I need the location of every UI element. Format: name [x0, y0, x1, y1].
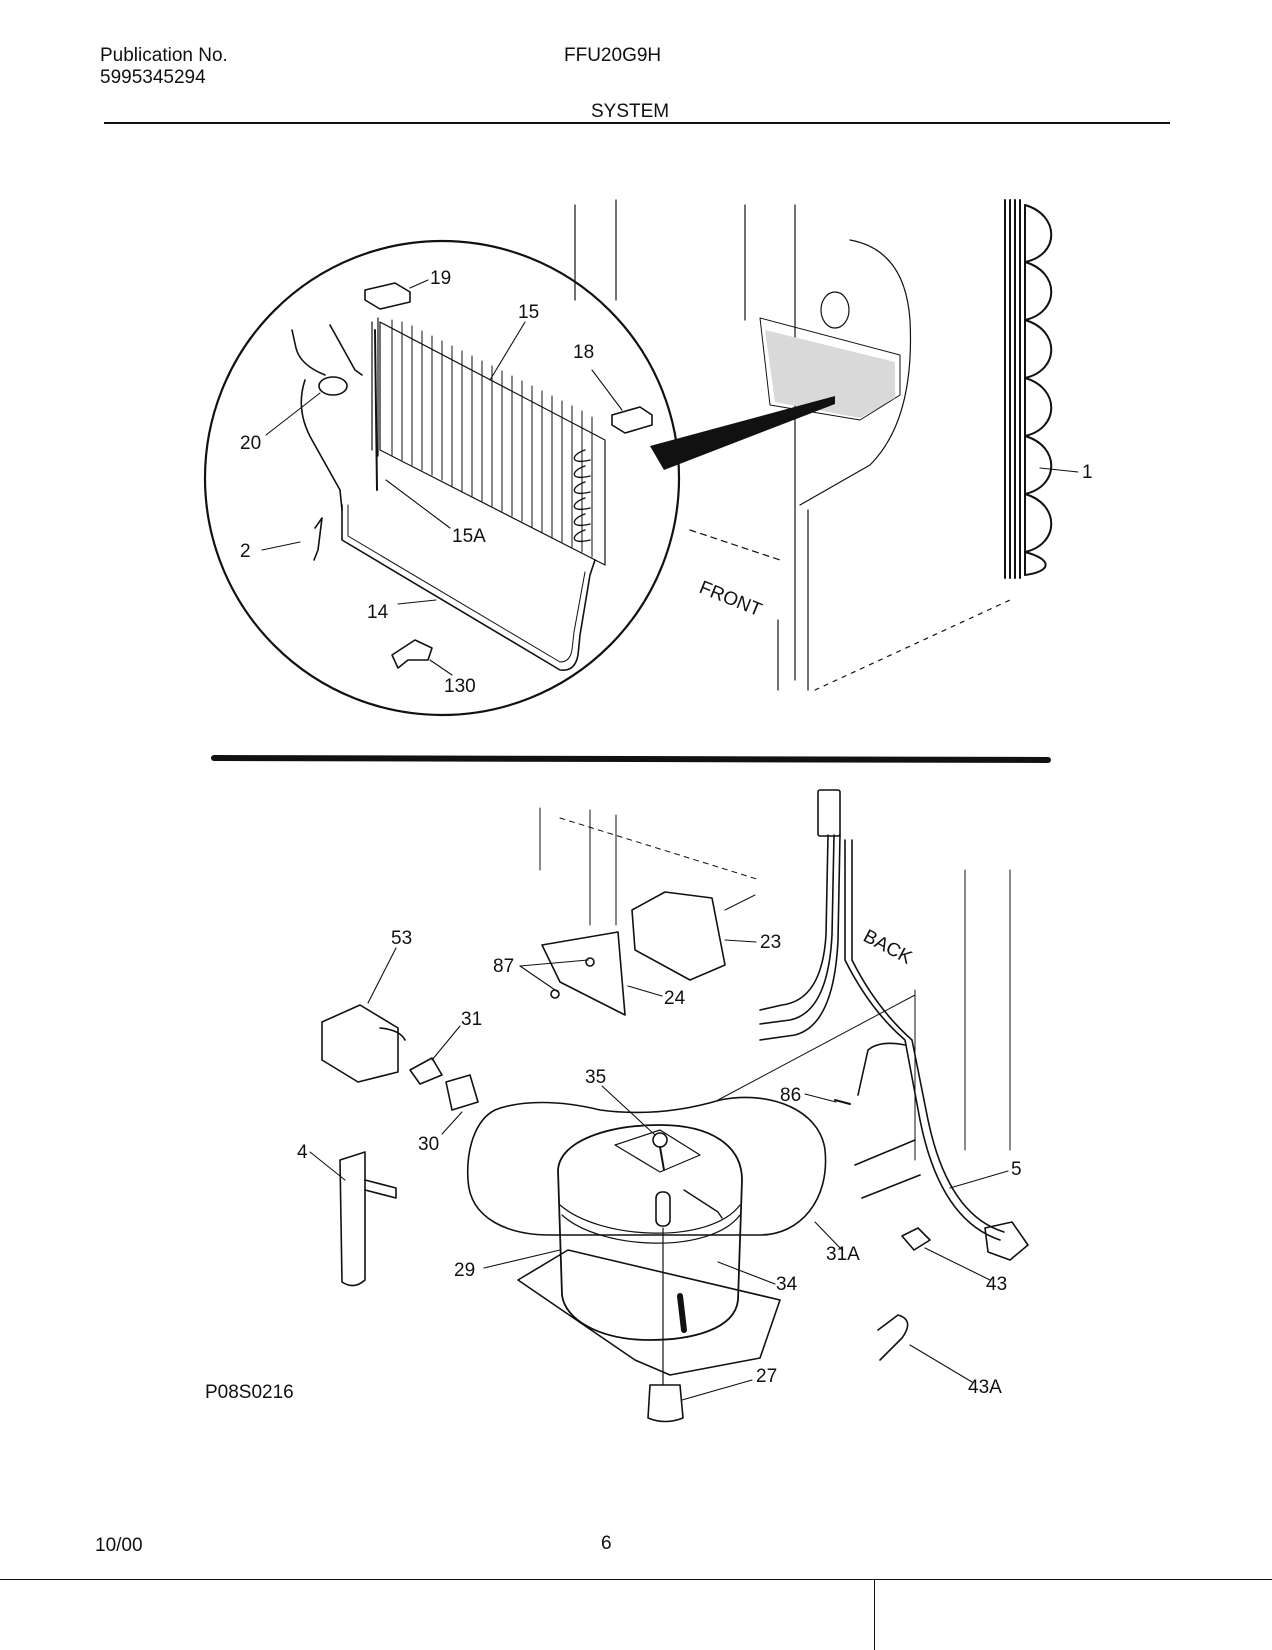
- cabinet-outline: [574, 199, 1011, 691]
- label-43a: 43A: [968, 1377, 1002, 1398]
- label-23: 23: [760, 932, 781, 953]
- label-34: 34: [776, 1274, 798, 1295]
- publication-number: 5995345294: [100, 67, 206, 88]
- plug: [984, 1221, 1029, 1261]
- connector-130: [391, 639, 433, 669]
- timer-23: [631, 891, 726, 981]
- label-1: 1: [1082, 462, 1093, 483]
- bracket-24: [541, 931, 626, 1016]
- label-130: 130: [444, 676, 476, 697]
- clamp-43a: [877, 1314, 909, 1361]
- clip-43: [901, 1227, 931, 1251]
- label-15: 15: [518, 302, 539, 323]
- label-5: 5: [1011, 1159, 1022, 1180]
- model-number: FFU20G9H: [564, 45, 662, 66]
- relay-53: [321, 1004, 399, 1083]
- condenser-coil: [1004, 199, 1053, 579]
- label-86: 86: [780, 1085, 801, 1106]
- label-35: 35: [585, 1067, 606, 1088]
- top-leaders: [261, 279, 1079, 676]
- label-14: 14: [367, 602, 389, 623]
- evaporator-location: [765, 330, 895, 418]
- filter-drier: [339, 1151, 366, 1287]
- figure-id: P08S0216: [205, 1382, 294, 1403]
- compressor-base: [517, 1249, 781, 1376]
- grommet-27: [647, 1384, 684, 1423]
- label-30: 30: [418, 1134, 439, 1155]
- label-4: 4: [297, 1142, 308, 1163]
- evaporator: [371, 317, 606, 566]
- section-title: SYSTEM: [591, 101, 670, 122]
- label-31: 31: [461, 1009, 482, 1030]
- bottom-leaders: [309, 939, 1009, 1401]
- publication-label: Publication No.: [100, 45, 228, 66]
- cover-30: [445, 1074, 479, 1111]
- sleeve-34: [655, 1191, 671, 1227]
- thermostat-wire: [291, 329, 326, 376]
- header-rule: [104, 122, 1170, 124]
- overload-31: [409, 1057, 443, 1085]
- label-53: 53: [391, 928, 412, 949]
- label-20: 20: [240, 433, 261, 454]
- label-2: 2: [240, 541, 251, 562]
- label-19: 19: [430, 268, 451, 289]
- footer-date: 10/00: [95, 1535, 143, 1556]
- drain-tube: [341, 504, 596, 672]
- compressor: [557, 1124, 743, 1341]
- clip-2: [313, 517, 323, 561]
- machine-compartment: [539, 807, 1011, 1161]
- label-back: BACK: [860, 926, 916, 969]
- label-24: 24: [664, 988, 686, 1009]
- detail-circle: [203, 239, 681, 717]
- footer-tick: [874, 1579, 875, 1650]
- heater-rod: [374, 329, 378, 491]
- drip-pan: [466, 1096, 827, 1236]
- page-number: 6: [601, 1533, 612, 1554]
- label-18: 18: [573, 342, 594, 363]
- callout-beam: [650, 396, 835, 470]
- label-15a: 15A: [452, 526, 486, 547]
- label-87: 87: [493, 956, 514, 977]
- power-cord: [844, 839, 1001, 1241]
- wire-bundle: [759, 834, 829, 1011]
- label-front: FRONT: [696, 577, 765, 621]
- footer-rule: [0, 1579, 1272, 1580]
- section-divider: [211, 755, 1051, 763]
- defrost-thermostat: [318, 376, 348, 396]
- label-43: 43: [986, 1274, 1007, 1295]
- pad-18: [611, 406, 653, 434]
- pad-19: [364, 282, 411, 310]
- label-27: 27: [756, 1366, 777, 1387]
- label-29: 29: [454, 1260, 475, 1281]
- label-31a: 31A: [826, 1244, 860, 1265]
